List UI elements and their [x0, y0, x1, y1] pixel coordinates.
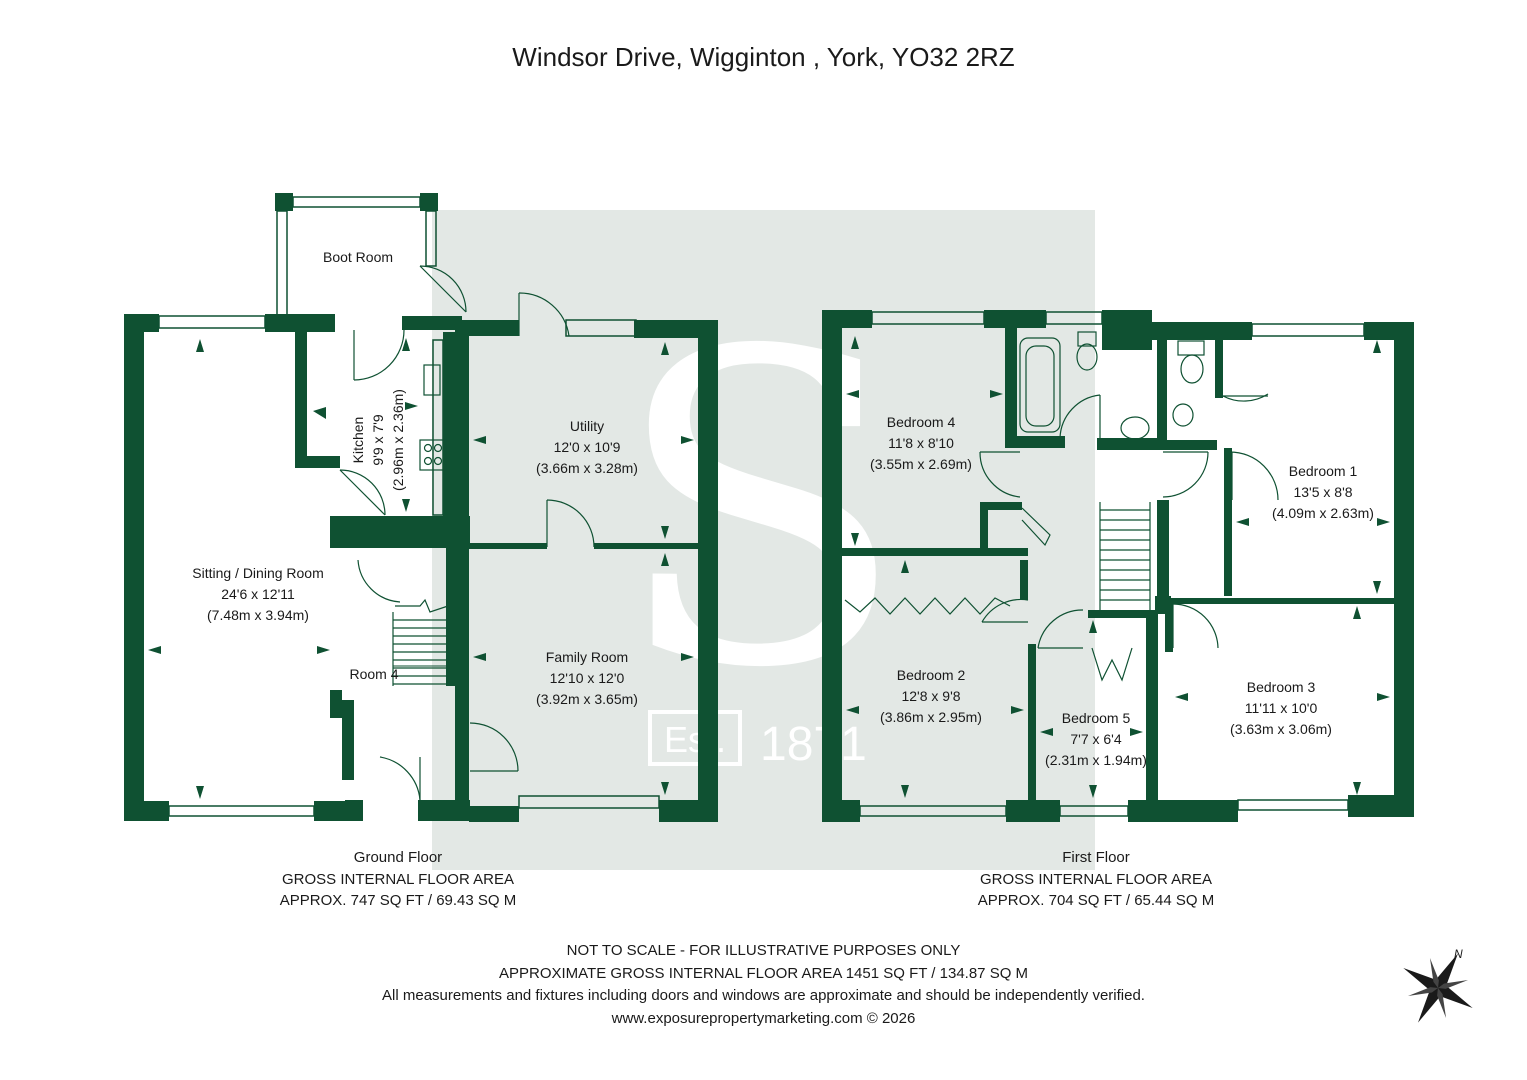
disclaimer-line-1: NOT TO SCALE - FOR ILLUSTRATIVE PURPOSES…	[566, 942, 961, 959]
disclaimer-line-2: APPROXIMATE GROSS INTERNAL FLOOR AREA 14…	[498, 964, 1029, 982]
disclaimer-line-3: All measurements and fixtures including …	[382, 987, 1145, 1004]
room-label-kitchen: Kitchen 9'9 x 7'9 (2.96m x 2.36m)	[350, 389, 406, 491]
room-label-utility: Utility 12'0 x 10'9 (3.66m x 3.28m)	[536, 418, 638, 476]
room-label-sitting-dining: Sitting / Dining Room 24'6 x 12'11 (7.48…	[192, 565, 324, 623]
room-label-room4: Room 4	[349, 666, 399, 682]
watermark: S Est. 1871	[432, 210, 1095, 870]
first-floor-details	[844, 331, 1279, 682]
compass-north-label: N	[1454, 947, 1463, 961]
room-label-boot-room: Boot Room	[322, 249, 394, 265]
ground-floor-area: Ground Floor GROSS INTERNAL FLOOR AREA A…	[279, 849, 517, 909]
dimension-markers-first	[846, 336, 1390, 798]
dimension-markers-ground	[148, 338, 694, 799]
compass-icon	[1403, 953, 1473, 1023]
room-label-family-room: Family Room 12'10 x 12'0 (3.92m x 3.65m)	[536, 649, 638, 707]
website-copyright: www.exposurepropertymarketing.com © 2026	[611, 1009, 916, 1027]
ground-floor-plan	[124, 193, 718, 822]
watermark-year: 1871	[760, 718, 867, 771]
disclaimer-footer: NOT TO SCALE - FOR ILLUSTRATIVE PURPOSES…	[0, 940, 1527, 1030]
watermark-letter: S	[613, 262, 908, 762]
room-label-bedroom1: Bedroom 1 13'5 x 8'8 (4.09m x 2.63m)	[1272, 463, 1374, 521]
property-address: Windsor Drive, Wigginton , York, YO32 2R…	[512, 42, 1015, 72]
ground-floor-details	[339, 265, 595, 801]
room-label-bedroom4: Bedroom 4 11'8 x 8'10 (3.55m x 2.69m)	[870, 414, 972, 472]
room-label-bedroom3: Bedroom 3 11'11 x 10'0 (3.63m x 3.06m)	[1230, 679, 1332, 737]
first-floor-area: First Floor GROSS INTERNAL FLOOR AREA AP…	[977, 849, 1215, 909]
room-label-bedroom5: Bedroom 5 7'7 x 6'4 (2.31m x 1.94m)	[1045, 710, 1147, 768]
first-floor-plan	[822, 310, 1414, 822]
room-label-bedroom2: Bedroom 2 12'8 x 9'8 (3.86m x 2.95m)	[880, 667, 982, 725]
